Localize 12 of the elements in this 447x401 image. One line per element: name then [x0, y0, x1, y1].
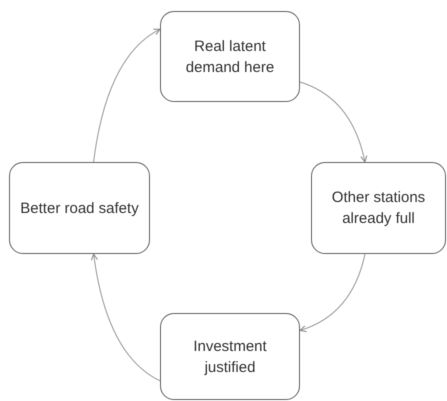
process-box: [160, 313, 300, 400]
process-box: [160, 11, 300, 102]
process-box: [311, 162, 446, 254]
box-text: Investment justified: [192, 336, 268, 378]
curved-arrow: [300, 254, 366, 332]
curved-arrow: [300, 81, 368, 162]
box-text: Other stations already full: [330, 188, 426, 229]
curved-arrow: [93, 28, 160, 162]
box-text: Real latent demand here: [184, 36, 276, 78]
box-text: Better road safety: [20, 198, 139, 218]
process-box: [9, 162, 150, 254]
curved-arrow: [91, 254, 160, 382]
